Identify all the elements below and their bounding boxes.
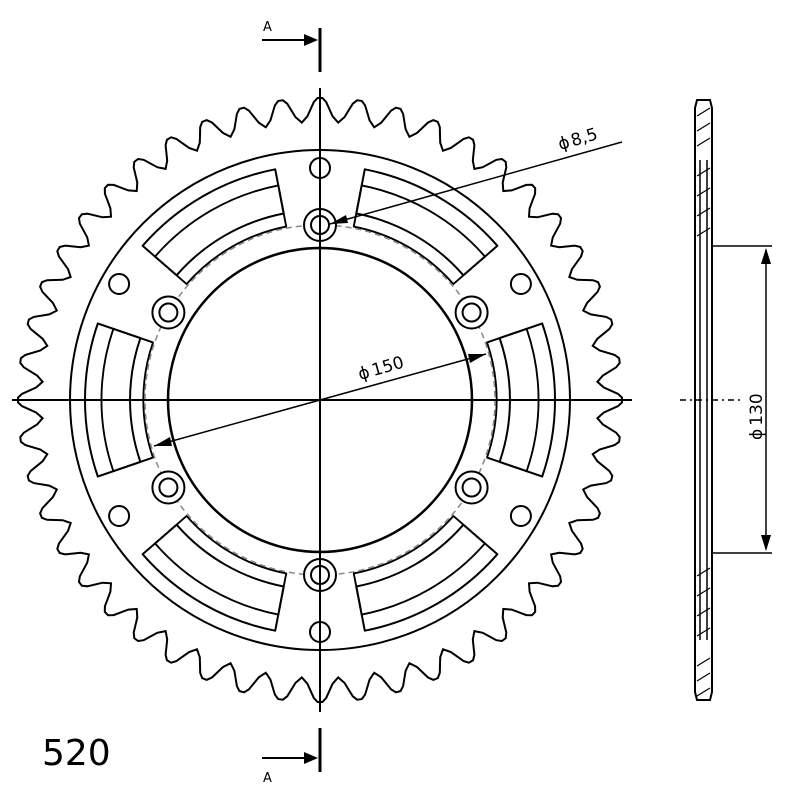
section-label-bottom: A — [263, 771, 272, 786]
bolt-hole — [461, 302, 482, 323]
lightening-window-inner — [154, 515, 288, 616]
lightening-window — [141, 523, 285, 632]
bolt-hole-boss — [151, 470, 186, 505]
bolt-hole-leader-arrow — [330, 215, 348, 224]
outer-small-holes — [108, 157, 532, 643]
hatch-line — [696, 167, 711, 177]
hatch-line — [696, 587, 711, 597]
bolt-circle-diameter-symbol: ϕ — [356, 362, 372, 384]
bolt-hole — [158, 477, 179, 498]
lightening-window-inner — [154, 184, 288, 285]
tooth-outline — [17, 97, 623, 703]
hatch-line — [696, 187, 711, 197]
hatch-line — [696, 207, 711, 217]
hatch-line — [696, 122, 711, 132]
bolt-hole-boss — [454, 295, 489, 330]
lightening-windows — [84, 168, 556, 632]
lightening-window — [84, 322, 142, 478]
sprocket-side-view: ϕ 130 — [680, 99, 772, 701]
section-label-top: A — [263, 20, 272, 35]
bolt-hole — [461, 477, 482, 498]
hub-dimension-label: ϕ 130 — [747, 393, 767, 440]
hatch-line — [696, 107, 711, 117]
hatch-line — [696, 567, 711, 577]
hatch-line — [696, 657, 711, 667]
hub-diameter-symbol: ϕ — [747, 429, 767, 440]
sprocket-front-view: A A ϕ150 ϕ8,5 — [12, 20, 632, 786]
section-arrow-bottom-head — [304, 752, 318, 764]
outer-small-hole — [108, 505, 131, 527]
hub-arrow-bottom — [761, 535, 771, 551]
hub-arrow-top — [761, 248, 771, 264]
side-profile-outline — [694, 99, 713, 701]
bolt-circle-arrow-right — [468, 354, 486, 363]
hatch-line — [696, 627, 711, 637]
outer-small-hole — [509, 273, 532, 295]
outer-small-hole — [509, 505, 532, 527]
lightening-window-inner — [352, 184, 486, 285]
outer-small-hole — [108, 273, 131, 295]
chain-pitch-label: 520 — [42, 733, 111, 774]
bolt-hole-boss — [454, 470, 489, 505]
lightening-window — [355, 168, 499, 277]
hatch-line — [696, 227, 711, 237]
lightening-window — [498, 322, 556, 478]
bolt-circle-arrow-left — [154, 437, 172, 446]
lightening-window-inner — [100, 327, 154, 473]
lightening-window — [141, 168, 285, 277]
bolt-hole-diameter-symbol: ϕ — [556, 132, 572, 154]
bolt-hole — [158, 302, 179, 323]
bolt-hole-value: 8,5 — [569, 124, 601, 151]
lightening-window-inner — [486, 327, 540, 473]
side-hatching — [696, 107, 711, 697]
hatch-line — [696, 137, 711, 147]
bolt-hole-leader-line — [329, 141, 623, 225]
hub-value: 130 — [747, 393, 767, 425]
hatch-line — [696, 687, 711, 697]
lightening-window-inner — [352, 515, 486, 616]
section-arrow-top-head — [304, 34, 318, 46]
bolt-hole-boss — [151, 295, 186, 330]
hatch-line — [696, 607, 711, 617]
lightening-window — [355, 523, 499, 632]
bolt-circle-dimension-line — [153, 353, 487, 447]
hatch-line — [696, 672, 711, 682]
